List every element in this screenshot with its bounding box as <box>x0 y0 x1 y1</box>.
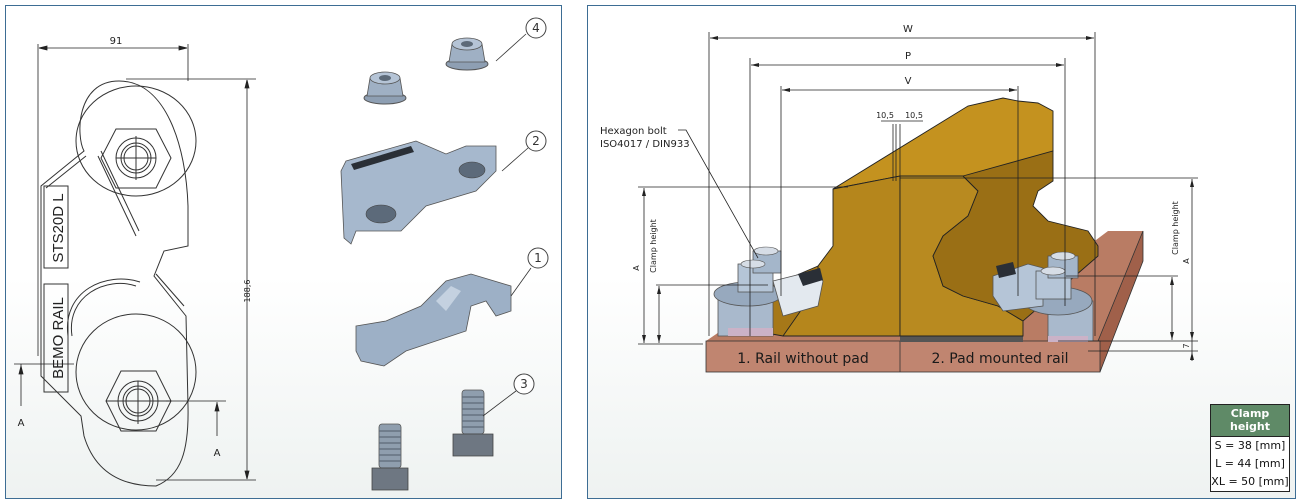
left-height-arrows <box>642 188 661 343</box>
engraving-brand-text: BEMO RAIL <box>50 297 67 379</box>
hexagon-bolt-1 <box>371 423 409 491</box>
right-height-arrows <box>1170 179 1194 360</box>
right-clamp-height-label: Clamp height <box>1171 201 1180 255</box>
label-rail-without-pad: 1. Rail without pad <box>737 351 868 367</box>
balloon-1 <box>510 247 549 297</box>
dimension-v-label: V <box>905 76 912 87</box>
section-marker-left-label: A <box>18 418 25 429</box>
height-dimension-label: 188,6 <box>243 280 252 303</box>
clamp-drawing-svg: 91 188,6 <box>14 17 549 491</box>
right-height-dimensions <box>900 177 1198 361</box>
section-marker-right-label: A <box>214 448 221 459</box>
flange-nut-1 <box>363 71 407 105</box>
offset-right-label: 10,5 <box>905 111 923 120</box>
legend-title: Clamp height <box>1211 405 1289 437</box>
callout-line2: ISO4017 / DIN933 <box>600 139 690 150</box>
label-pad-mounted-rail: 2. Pad mounted rail <box>931 351 1068 367</box>
callout-leader-line <box>678 129 759 259</box>
clamp-top-part <box>340 140 497 245</box>
width-dimension-label: 91 <box>110 36 123 47</box>
balloon-1-label: 1 <box>534 251 542 265</box>
balloon-2 <box>501 130 547 172</box>
height-dimension <box>126 78 256 481</box>
dimension-arrows <box>710 36 1094 92</box>
balloon-3 <box>482 373 535 417</box>
dimension-lines <box>708 32 1096 336</box>
left-clamp-height-label: Clamp height <box>649 219 658 273</box>
dimension-w-label: W <box>903 24 913 35</box>
clamp-assembly-left <box>713 246 824 337</box>
balloon-4 <box>495 17 547 62</box>
pad-thickness-label: 7 <box>1182 343 1191 348</box>
bottom-nut-drawing <box>105 370 172 432</box>
callout-line1: Hexagon bolt <box>600 126 667 137</box>
section-marker-left <box>14 363 74 406</box>
width-dimension <box>37 44 189 356</box>
legend-row-s: S = 38 [mm] <box>1214 439 1286 452</box>
balloon-3-label: 3 <box>520 377 528 391</box>
rail-installation-svg: 1. Rail without pad 2. Pad mounted rail <box>600 24 1198 373</box>
clamp-height-legend: Clamp height S = 38 [mm] L = 44 [mm] XL … <box>1210 404 1290 492</box>
right-a-label: A <box>1182 258 1191 264</box>
engraving-model-text: STS20D L <box>50 193 67 262</box>
section-marker-right <box>166 400 226 436</box>
legend-row-xl: XL = 50 [mm] <box>1211 475 1289 488</box>
offset-left-label: 10,5 <box>876 111 894 120</box>
engraving-boxes <box>43 185 69 393</box>
left-a-label: A <box>632 265 641 271</box>
rail-pad <box>900 336 1023 342</box>
balloon-4-label: 4 <box>532 21 540 35</box>
flange-nut-2 <box>445 37 489 71</box>
legend-row-l: L = 44 [mm] <box>1215 457 1285 470</box>
left-panel-technical-drawing: 91 188,6 <box>5 5 562 499</box>
top-nut-drawing <box>100 128 172 189</box>
clamp-base-part <box>355 273 512 367</box>
dimension-p-label: P <box>905 51 911 62</box>
left-height-dimensions <box>638 186 848 345</box>
balloon-2-label: 2 <box>532 134 540 148</box>
right-panel-rail-installation: 1. Rail without pad 2. Pad mounted rail <box>587 5 1296 499</box>
hexagon-bolt-2 <box>452 389 494 457</box>
